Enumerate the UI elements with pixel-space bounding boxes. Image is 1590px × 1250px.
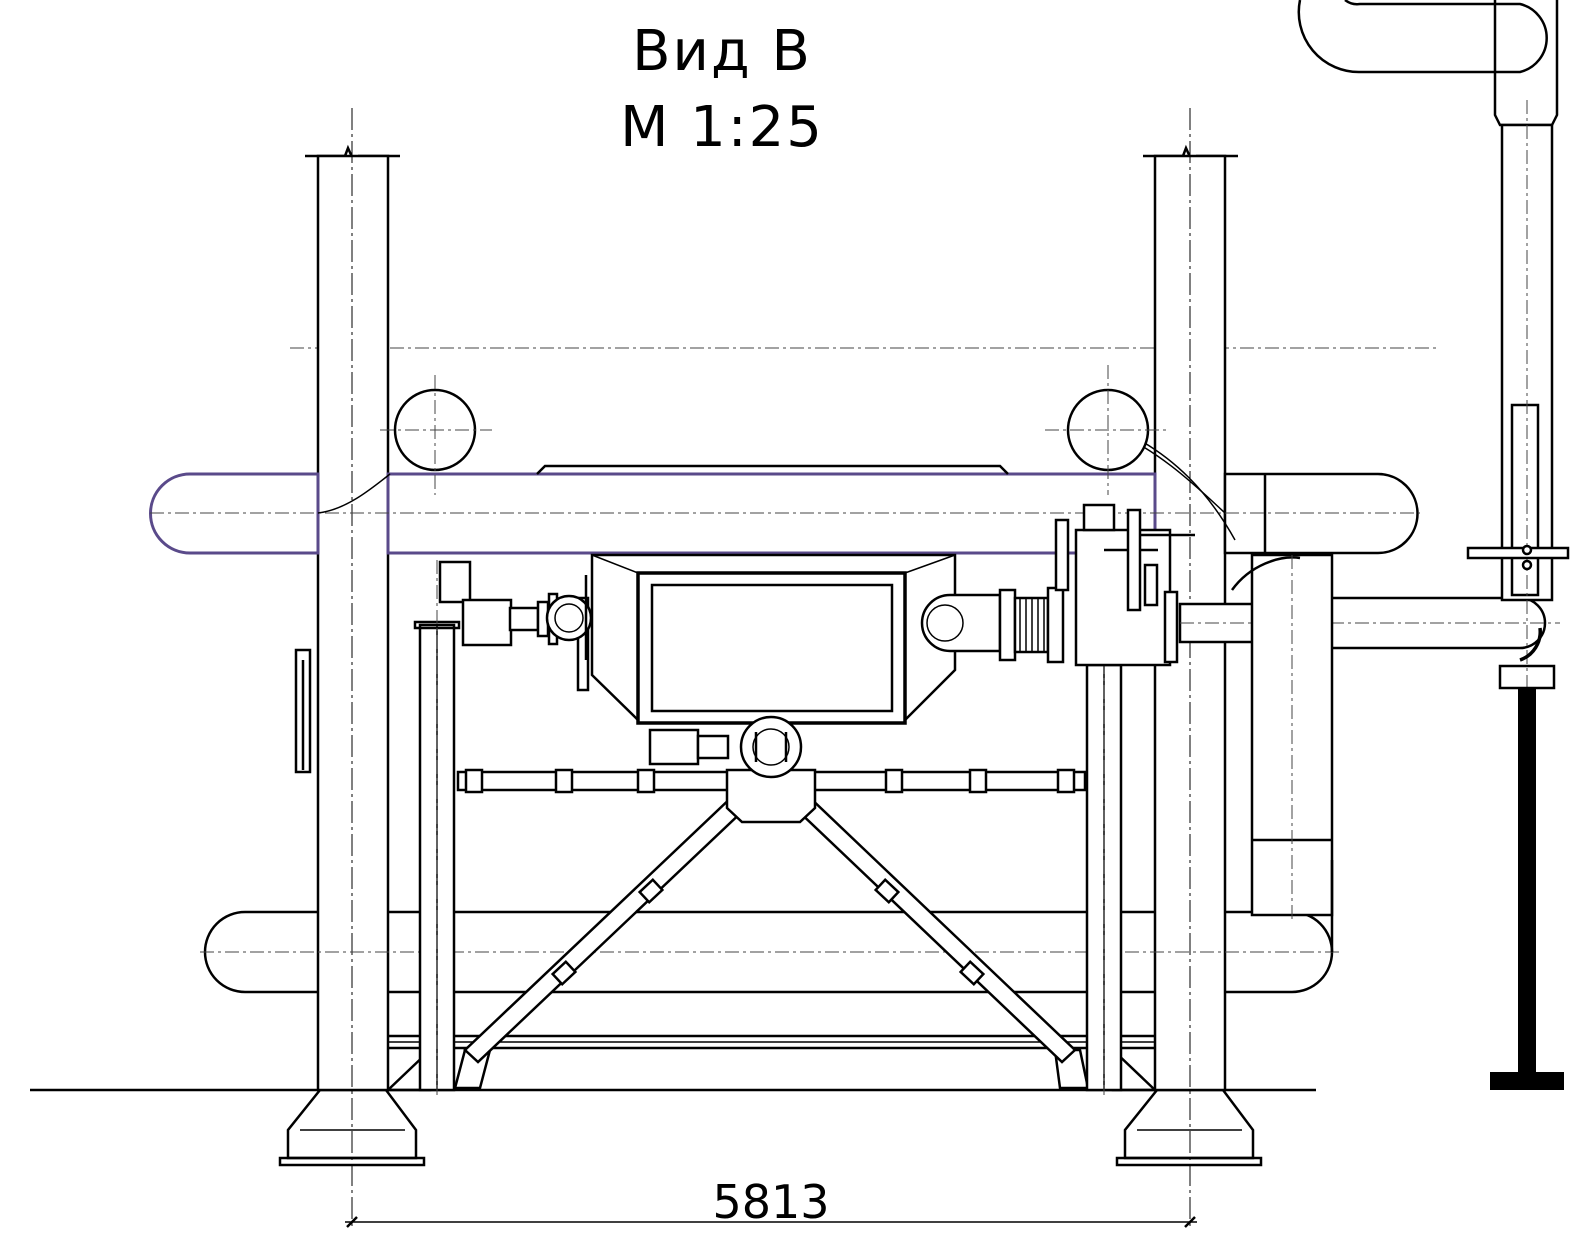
upper-pipe: [149, 429, 1420, 555]
view-title: Вид В: [632, 19, 812, 84]
x-bracing: [463, 792, 1077, 1064]
view-scale: М 1:25: [620, 95, 824, 160]
dimension-span: 5813: [345, 1175, 1197, 1229]
left-column: [278, 144, 426, 1167]
middle-beam: [456, 768, 1087, 824]
right-outgoing-pipe: [1178, 553, 1560, 952]
support-post-solid: [1518, 688, 1536, 1072]
central-unit: [576, 553, 957, 725]
dimension-value: 5813: [712, 1175, 829, 1229]
pipe-section-left: [380, 375, 492, 495]
bottom-frame: [384, 1034, 1159, 1092]
bottom-pump: [648, 715, 803, 779]
left-actuator: [294, 560, 593, 774]
support-base-solid: [1490, 1072, 1564, 1090]
inner-posts: [413, 560, 1123, 1095]
pipe-section-right: [1045, 365, 1170, 495]
right-valve-assembly: [920, 503, 1195, 667]
far-right-riser: [1297, 0, 1570, 1090]
